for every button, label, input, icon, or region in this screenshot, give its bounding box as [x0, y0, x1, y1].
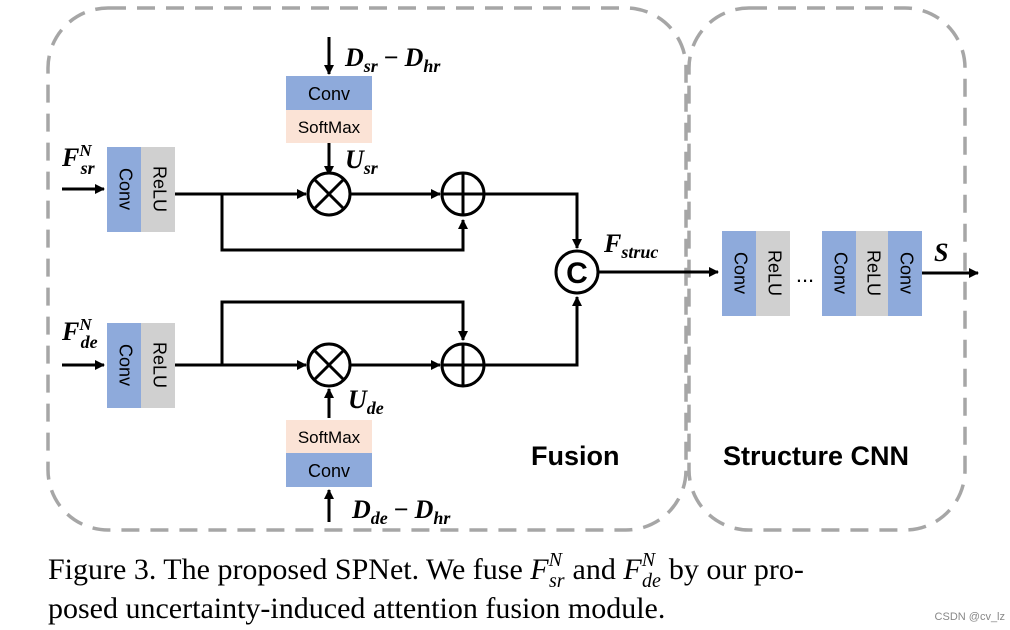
conv-block-de [107, 323, 141, 408]
u-de-label: Ude [348, 385, 384, 418]
line-add-sr-to-concat [484, 192, 582, 249]
s-output-label: S [934, 238, 948, 267]
multiply-cross [312, 348, 346, 382]
svg-text:Figure 3. The proposed S: Figure 3. The proposed SPNet. We fuse FN… [48, 549, 804, 592]
svg-text:Ude: Ude [348, 385, 384, 418]
line-sr-skip [220, 194, 468, 252]
conv-label: Conv [115, 168, 135, 210]
conv-label: Conv [308, 461, 350, 481]
conv-label: Conv [830, 252, 850, 294]
relu-label: ReLU [764, 250, 784, 296]
conv-block-struct-2 [822, 231, 856, 316]
svg-text:Dsr−Dhr: Dsr−Dhr [344, 43, 441, 76]
structure-cnn-label: Structure CNN [723, 441, 909, 471]
concat-symbol: C [566, 257, 588, 290]
conv-label: Conv [730, 252, 750, 294]
softmax-label: SoftMax [298, 428, 361, 447]
watermark: CSDN @cv_lz [935, 611, 1005, 623]
line-de-skip [220, 300, 468, 365]
svg-text:Fstruc: Fstruc [603, 229, 658, 262]
softmax-label: SoftMax [298, 118, 361, 137]
relu-block-struct-2 [856, 231, 888, 316]
conv-label: Conv [308, 84, 350, 104]
line-add-de-to-concat [484, 296, 582, 367]
multiply-cross [312, 177, 346, 211]
figure-caption: Figure 3. The proposed SPNet. We fuse FN… [48, 549, 804, 625]
caption-line2: posed uncertainty-induced attention fusi… [48, 592, 665, 625]
fusion-region [46, 6, 688, 532]
conv-block-sr [107, 147, 141, 232]
d-sr-minus-d-hr-label: Dsr−Dhr [344, 43, 441, 76]
softmax-block-top [286, 110, 372, 143]
relu-label: ReLU [149, 342, 169, 388]
relu-block-sr [141, 147, 175, 232]
structure-cnn-region [687, 6, 967, 532]
caption-line1-text: The proposed SPNet. We fuse [163, 553, 522, 586]
ellipsis: ... [796, 262, 814, 287]
relu-label: ReLU [863, 250, 883, 296]
d-de-minus-d-hr-label: Dde−Dhr [351, 495, 451, 528]
softmax-block-bottom [286, 420, 372, 453]
relu-block-struct-1 [756, 231, 790, 316]
conv-label: Conv [115, 344, 135, 386]
svg-text:Dde−Dhr: Dde−Dhr [351, 495, 451, 528]
f-struc-label: Fstruc [603, 229, 658, 262]
u-sr-label: Usr [345, 145, 379, 178]
conv-block-bottom-attention [286, 453, 372, 487]
fusion-region-label: Fusion [531, 441, 620, 471]
conv-label: Conv [896, 252, 916, 294]
svg-text:Usr: Usr [345, 145, 379, 178]
caption-prefix: Figure 3. [48, 553, 156, 586]
conv-block-struct-3 [888, 231, 922, 316]
relu-label: ReLU [149, 166, 169, 212]
conv-block-struct-1 [722, 231, 756, 316]
conv-block-top-attention [286, 76, 372, 110]
relu-block-de [141, 323, 175, 408]
